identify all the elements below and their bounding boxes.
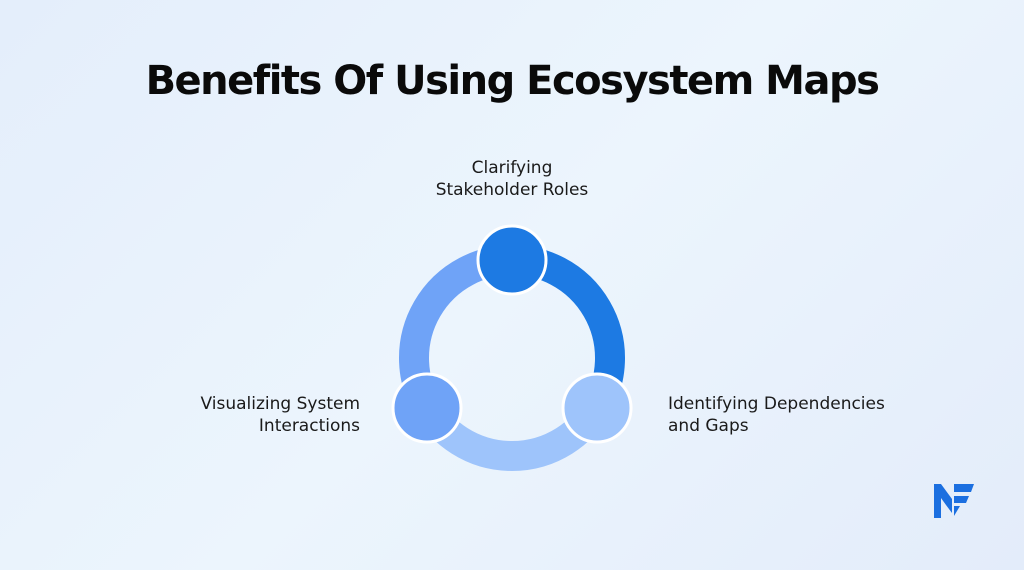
node-label-top-line1: Clarifying <box>471 158 553 178</box>
page-title: Benefits Of Using Ecosystem Maps <box>145 58 880 104</box>
node-label-left-line2: Interactions <box>258 416 360 436</box>
logo-icon <box>934 484 974 518</box>
node-label-top-line2: Stakeholder Roles <box>435 180 589 200</box>
node-top <box>476 224 548 296</box>
node-label-right-line1: Identifying Dependencies <box>668 394 885 414</box>
node-left <box>391 372 463 444</box>
node-label-top: Clarifying Stakeholder Roles <box>412 157 612 201</box>
node-label-right: Identifying Dependencies and Gaps <box>668 393 928 437</box>
node-label-right-line2: and Gaps <box>668 416 749 436</box>
node-right <box>561 372 633 444</box>
node-label-left-line1: Visualizing System <box>200 394 360 414</box>
node-label-left: Visualizing System Interactions <box>120 393 360 437</box>
